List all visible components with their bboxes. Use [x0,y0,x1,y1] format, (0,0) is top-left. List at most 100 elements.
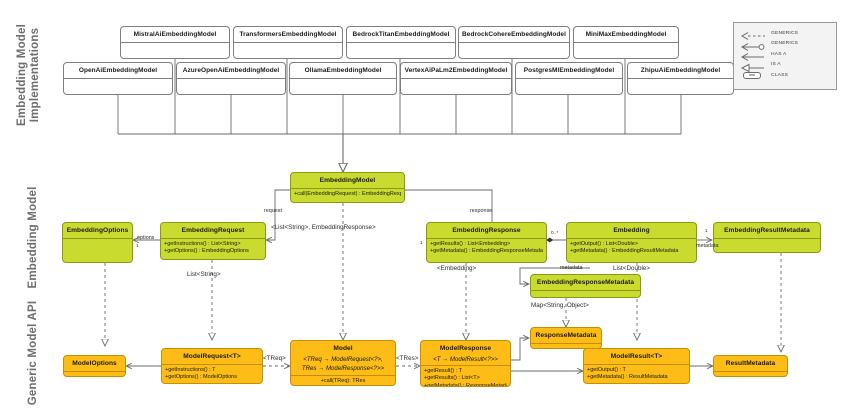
class-box-response-metadata[interactable]: ResponseMetadata [530,327,602,349]
class-box-postgresml-embedding-model[interactable]: PostgresMlEmbeddingModel [515,62,623,95]
class-name: EmbeddingRequest [181,226,245,234]
class-box-zhipuai-embedding-model[interactable]: ZhipuAiEmbeddingModel [627,62,734,95]
class-name: AzureOpenAiEmbeddingModel [182,66,280,74]
edge-label-request: request [264,208,282,214]
class-member: +getMetadata() : EmbeddingResponseMetada… [430,247,543,254]
class-name: OllamaEmbeddingModel [304,66,382,74]
edge-label-tres: <TRes> [396,355,419,362]
band-label-generic-api: Generic Model API [27,300,39,406]
class-body [516,77,622,89]
class-body: +getResults() : List<Embedding> +getMeta… [427,237,546,257]
class-name: ResponseMetadata [535,331,597,339]
multiplicity-embedding: 0..* [551,231,559,236]
edge-label-list-string-embedding-response: <List<String>, EmbeddingResponse> [271,224,376,231]
class-box-ollama-embedding-model[interactable]: OllamaEmbeddingModel [289,62,397,95]
class-name: ModelResult<T> [610,352,663,360]
hollow-triangle-arrow-icon [740,60,766,73]
class-member: +getOutput() : List<Double> [570,240,639,247]
class-box-embedding[interactable]: Embedding +getOutput() : List<Double> +g… [566,222,697,263]
band-label-implementations: Embedding Model Implementations [16,10,42,140]
class-box-result-metadata[interactable]: ResultMetadata [713,355,788,377]
class-box-model-result[interactable]: ModelResult<T> +getOutput() : T +getMeta… [583,348,690,384]
class-member: +call(EmbeddingRequest) : EmbeddingRespo… [294,190,401,197]
edge-label-list-double: List<Double> [613,265,651,272]
class-name: EmbeddingOptions [66,226,129,234]
legend-row-is-a: IS A [740,60,836,73]
class-body: +getInstructions() : T +getOptions() : M… [162,363,262,383]
class-name: EmbeddingResultMetadata [724,226,810,234]
class-body: +getOutput() : List<Double> +getMetadata… [567,237,696,257]
class-box-minimax-embedding-model[interactable]: MiniMaxEmbeddingModel [573,26,679,59]
class-box-transformers-embedding-model[interactable]: TransformersEmbeddingModel [233,26,343,59]
class-member: +call(TReq): TRes [320,377,366,384]
class-name: EmbeddingResponseMetadata [536,278,635,286]
solid-arrow-icon [740,49,766,62]
class-name: Model [333,344,353,352]
class-body: +getOutput() : T +getMetadata() : Result… [584,363,689,383]
class-name: MiniMaxEmbeddingModel [585,30,667,38]
class-name: PostgresMlEmbeddingModel [523,66,615,74]
class-generics-line2: TRes → ModelResponse<?>> [301,365,385,373]
legend-row-has-a: HAS A [740,49,836,62]
class-box-bedrocktitan-embedding-model[interactable]: BedrockTitanEmbeddingModel [346,26,456,59]
class-body [714,370,787,377]
edge-label-response: response [470,208,493,214]
edge-label-treq: <TReq> [263,355,286,362]
legend-row-generics-dashed: GENERICS [740,28,836,41]
class-name: MistralAiEmbeddingModel [133,30,217,38]
class-box-embedding-response-metadata[interactable]: EmbeddingResponseMetadata [530,274,641,298]
multiplicity-options: 1 [136,244,139,249]
class-member: +getInstructions() : T [165,366,216,373]
class-body [714,237,820,251]
class-box-bedrockcohere-embedding-model[interactable]: BedrockCohereEmbeddingModel [458,26,570,59]
class-member: +getOptions() : ModelOptions [165,373,237,380]
class-chip-icon: xxx [740,70,766,80]
class-box-azureopenai-embedding-model[interactable]: AzureOpenAiEmbeddingModel [176,62,286,95]
class-body [234,41,342,53]
class-body [63,237,132,260]
class-box-embedding-response[interactable]: EmbeddingResponse +getResults() : List<E… [426,222,547,263]
class-name: VertexAiPaLm2EmbeddingModel [404,66,508,74]
class-name: BedrockTitanEmbeddingModel [352,30,450,38]
class-body [531,342,601,349]
class-name: BedrockCohereEmbeddingModel [462,30,566,38]
class-name: TransformersEmbeddingModel [239,30,337,38]
multiplicity-embedding-response: 1 [420,241,423,246]
class-name: Embedding [613,226,650,234]
class-body [401,77,511,89]
class-body: +call(EmbeddingRequest) : EmbeddingRespo… [291,187,404,200]
class-generics-line1: <T → ModelResult<?>> [433,355,498,363]
class-box-vertexaipalm2-embedding-model[interactable]: VertexAiPaLm2EmbeddingModel [400,62,512,95]
class-member: +getMetadata() : EmbeddingResultMetadata [570,247,679,254]
class-name: ResultMetadata [725,359,776,367]
class-box-embedding-model[interactable]: EmbeddingModel +call(EmbeddingRequest) :… [290,172,405,203]
class-box-model-request[interactable]: ModelRequest<T> +getInstructions() : T +… [161,348,263,384]
edge-label-list-string: List<String> [187,271,221,278]
class-name: ModelOptions [72,359,117,367]
class-member: +getInstructions() : List<String> [164,240,241,247]
class-body [347,41,455,53]
edge-label-embedding-generic: <Embedding> [437,265,477,272]
class-body [574,41,678,53]
legend-label: IS A [771,62,781,68]
class-box-embedding-options[interactable]: EmbeddingOptions [62,222,133,263]
class-member: +getResults() : List<T> [424,375,480,382]
class-body: +call(TReq): TRes [291,374,395,385]
class-member: +getResult() : T [424,368,462,375]
band-label-embedding-model: Embedding Model [27,186,39,289]
class-box-embedding-request[interactable]: EmbeddingRequest +getInstructions() : Li… [160,222,266,260]
class-box-embedding-result-metadata[interactable]: EmbeddingResultMetadata [713,222,821,253]
legend-label: HAS A [771,51,787,57]
class-member: +getMetadata() : ResultMetadata [587,373,668,380]
class-box-model[interactable]: Model <TReq → ModelRequest<?>, TRes → Mo… [290,340,396,386]
class-member: +getResults() : List<Embedding> [430,240,511,247]
edge-label-metadata-embedding: metadata [696,243,719,249]
class-name: EmbeddingModel [319,176,376,184]
class-box-model-response[interactable]: ModelResponse <T → ModelResult<?>> +getR… [420,340,511,387]
band-label-implementations-line2: Implementations [29,27,41,123]
class-box-openai-embedding-model[interactable]: OpenAiEmbeddingModel [63,62,173,95]
class-box-model-options[interactable]: ModelOptions [63,355,126,377]
class-box-mistralai-embedding-model[interactable]: MistralAiEmbeddingModel [120,26,230,59]
class-body [64,370,125,377]
